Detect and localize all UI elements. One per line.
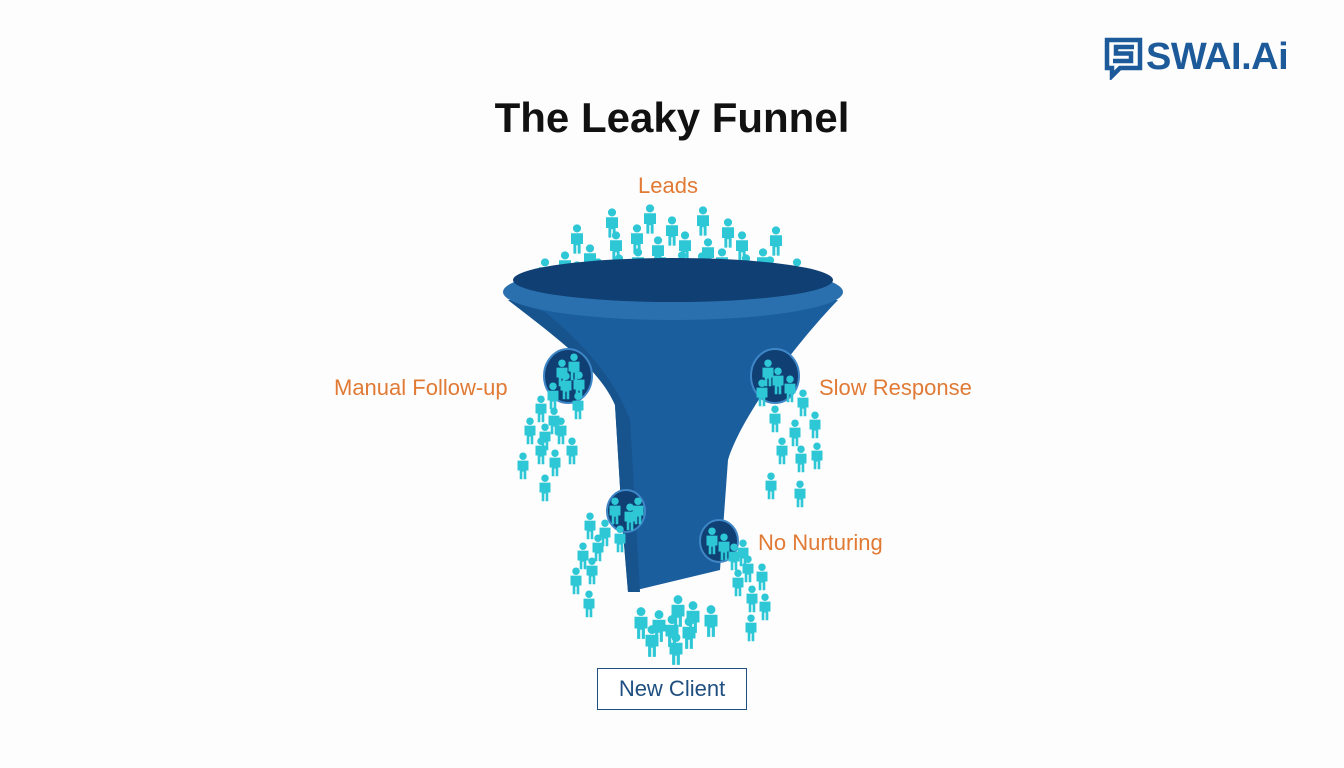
slow-response-label: Slow Response — [819, 375, 972, 400]
client-person-icon — [669, 633, 683, 665]
leaking-person-icon — [811, 442, 823, 470]
leaking-person-icon — [732, 569, 744, 597]
leaking-person-icon — [524, 417, 536, 445]
manual-follow-up-label: Manual Follow-up — [334, 375, 508, 400]
no-nurturing-label: No Nurturing — [758, 530, 883, 555]
leaking-person-icon — [599, 519, 611, 547]
leaking-person-icon — [809, 411, 821, 439]
leaking-person-icon — [797, 389, 809, 417]
lead-person-icon — [722, 218, 734, 248]
leaking-person-icon — [570, 567, 582, 595]
leaking-person-icon — [586, 557, 598, 585]
leaking-person-icon — [535, 395, 547, 423]
lead-person-icon — [644, 204, 656, 234]
leaking-person-icon — [583, 590, 595, 618]
leaking-person-icon — [584, 512, 596, 540]
leaking-person-icon — [756, 563, 768, 591]
leaking-person-icon — [745, 614, 757, 642]
lead-person-icon — [770, 226, 782, 256]
brand-logo: SWAI.Ai — [1104, 34, 1289, 80]
lead-person-icon — [571, 224, 583, 254]
funnel-mouth — [513, 258, 833, 302]
leaking-person-icon — [759, 593, 771, 621]
funnel-body-shade — [508, 300, 640, 592]
leaking-person-icon — [776, 437, 788, 465]
brand-name: SWAI.Ai — [1146, 36, 1289, 78]
leaking-person-icon — [769, 405, 781, 433]
leaking-person-icon — [795, 445, 807, 473]
leaking-person-icon — [746, 585, 758, 613]
leaking-person-icon — [566, 437, 578, 465]
brand-logo-icon — [1104, 37, 1143, 80]
client-person-icon — [634, 607, 648, 639]
leaking-person-icon — [765, 472, 777, 500]
leaking-person-icon — [549, 449, 561, 477]
new-client-box: New Client — [597, 668, 747, 710]
lead-person-icon — [666, 216, 678, 246]
leads-label: Leads — [638, 173, 698, 198]
leaking-person-icon — [789, 419, 801, 447]
leaking-person-icon — [794, 480, 806, 508]
leaking-person-icon — [539, 474, 551, 502]
lead-person-icon — [697, 206, 709, 236]
leaking-person-icon — [517, 452, 529, 480]
leaking-person-icon — [577, 542, 589, 570]
page-title: The Leaky Funnel — [494, 94, 850, 141]
client-person-icon — [704, 605, 718, 637]
